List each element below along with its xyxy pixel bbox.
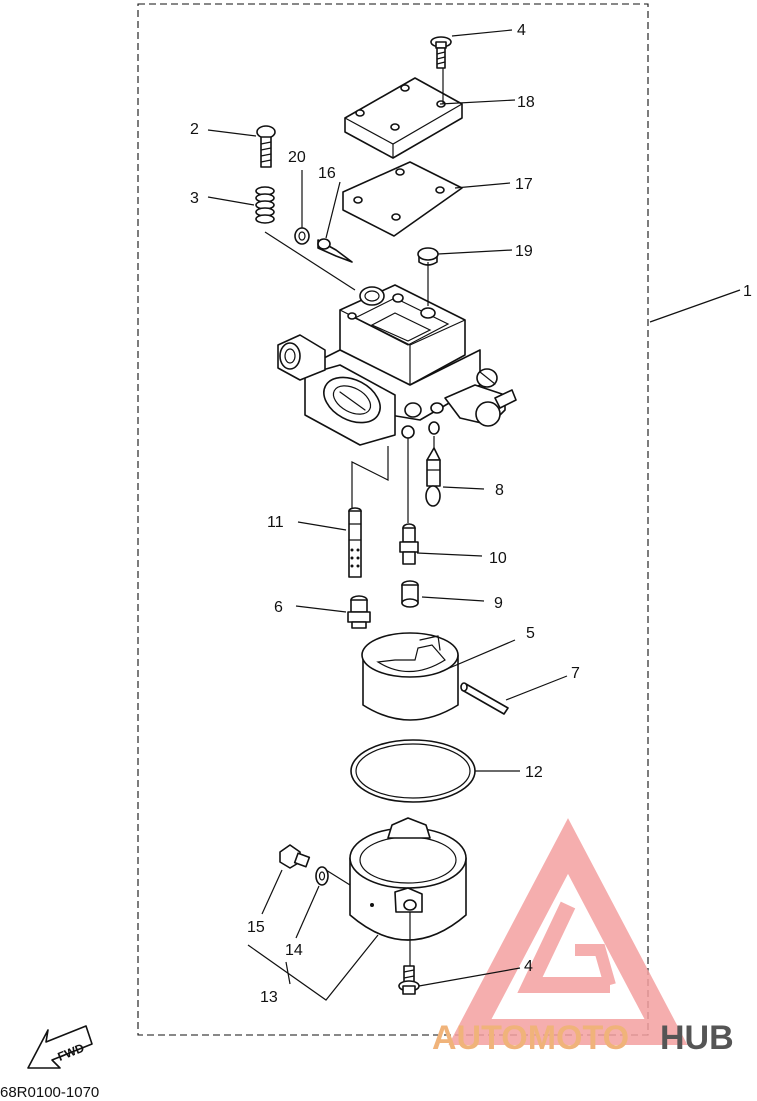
callout-11: 11	[267, 514, 284, 531]
float-bowl-part-13	[349, 817, 467, 941]
cover-plate-part-18	[344, 77, 463, 159]
o-ring-part-12	[350, 739, 476, 803]
callout-19: 19	[515, 243, 533, 260]
jet-part-10	[399, 523, 419, 565]
callout-3: 3	[190, 190, 199, 207]
spring-part-3	[255, 186, 275, 224]
part-code: 68R0100-1070	[0, 1084, 100, 1101]
watermark-text-secondary: HUB	[660, 1019, 734, 1057]
callout-12: 12	[525, 764, 543, 781]
plug-part-19	[417, 247, 439, 266]
washer-part-14	[315, 866, 329, 886]
callout-8: 8	[495, 482, 504, 499]
callout-4-top: 4	[517, 22, 526, 39]
callout-2: 2	[190, 121, 199, 138]
screw-part-4-bottom	[398, 965, 420, 995]
callout-14: 14	[285, 942, 303, 959]
pin-part-7	[460, 682, 509, 715]
callout-5: 5	[526, 625, 535, 642]
screw-part-4-top	[430, 36, 452, 69]
callout-18: 18	[517, 94, 535, 111]
watermark-text: AUTOMOTO HUB	[432, 1019, 734, 1057]
fwd-arrow-icon: FWD	[27, 1025, 93, 1069]
drain-screw-part-15	[279, 844, 311, 869]
screw-part-2	[256, 125, 276, 168]
main-jet-part-9	[401, 580, 419, 608]
needle-part-16	[317, 238, 353, 263]
callout-10: 10	[489, 550, 507, 567]
emulsion-tube-part-11	[348, 507, 362, 578]
watermark-text-primary: AUTOMOTO	[432, 1019, 629, 1057]
pilot-jet-part-6	[347, 595, 371, 629]
gasket-part-17	[342, 161, 463, 237]
callout-1: 1	[743, 283, 752, 300]
callout-9: 9	[494, 595, 503, 612]
float-needle-part-8	[425, 447, 441, 507]
callout-16: 16	[318, 165, 336, 182]
carburetor-body	[264, 231, 517, 523]
callout-6: 6	[274, 599, 283, 616]
nut-part-20	[294, 227, 310, 245]
leader-lines	[207, 29, 741, 1001]
callout-20: 20	[288, 149, 306, 166]
callout-17: 17	[515, 176, 533, 193]
callout-labels: 1 2 3 4 5 6 7 8 9 10 11 12 13 14 15 16 1…	[190, 22, 752, 1006]
callout-13: 13	[260, 989, 278, 1006]
float-part-5	[361, 632, 459, 721]
callout-15: 15	[247, 919, 265, 936]
watermark-logo	[448, 818, 688, 1045]
callout-7: 7	[571, 665, 580, 682]
callout-4-bottom: 4	[524, 958, 533, 975]
